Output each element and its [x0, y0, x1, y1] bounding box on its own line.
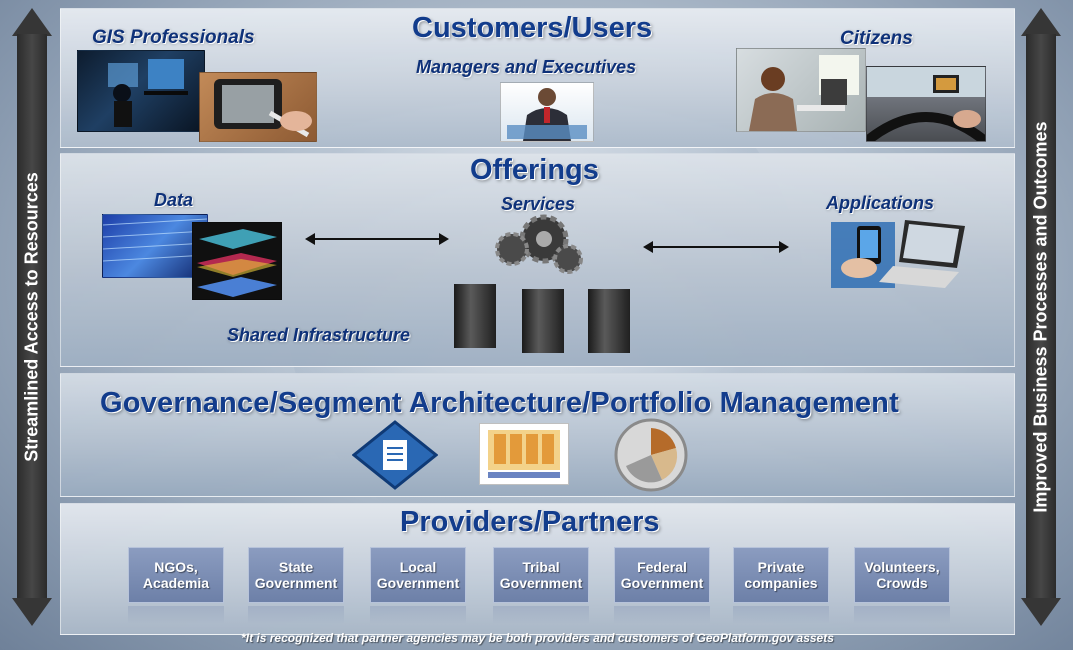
- data-label: Data: [154, 190, 194, 210]
- box-reflection: [248, 606, 344, 624]
- provider-line2: Government: [376, 575, 460, 591]
- provider-box-volunteers: Volunteers,Crowds: [854, 547, 950, 603]
- box-reflection: [614, 606, 710, 624]
- gis-workstation-photo: [77, 50, 205, 132]
- pie-chart-icon: [610, 418, 692, 492]
- provider-line1: Federal: [637, 559, 687, 575]
- provider-line1: Local: [399, 559, 437, 575]
- providers-title: Providers/Partners: [400, 506, 660, 538]
- box-reflection: [733, 606, 829, 624]
- provider-line1: NGOs,: [154, 559, 198, 575]
- provider-line1: Private: [757, 559, 805, 575]
- architecture-diagram-image: [479, 423, 569, 485]
- executive-photo: [500, 82, 594, 142]
- provider-line2: Academia: [142, 575, 210, 591]
- provider-line2: companies: [744, 575, 818, 591]
- shared-infrastructure-label: Shared Infrastructure: [227, 325, 411, 345]
- server-icon-2: [522, 289, 564, 353]
- phone-laptop-icon: [829, 216, 967, 292]
- citizen-computer-photo: [736, 48, 866, 132]
- provider-line2: Government: [620, 575, 704, 591]
- document-diamond-icon: [352, 420, 438, 490]
- applications-label: Applications: [826, 193, 935, 213]
- terrain-maps-image: [192, 222, 282, 300]
- data-services-arrow: [305, 233, 449, 245]
- provider-line2: Crowds: [876, 575, 928, 591]
- box-reflection: [493, 606, 589, 624]
- right-double-arrow: Improved Business Processes and Outcomes: [1021, 8, 1061, 626]
- box-reflection: [128, 606, 224, 624]
- server-icon-1: [454, 284, 496, 348]
- right-axis-label: Improved Business Processes and Outcomes: [1030, 121, 1051, 513]
- provider-box-ngos: NGOs,Academia: [128, 547, 224, 603]
- gears-icon: [486, 213, 590, 275]
- customers-title: Customers/Users: [412, 12, 653, 44]
- left-axis-label: Streamlined Access to Resources: [21, 172, 42, 462]
- governance-title: Governance/Segment Architecture/Portfoli…: [100, 387, 899, 419]
- left-double-arrow: Streamlined Access to Resources: [12, 8, 52, 626]
- driving-gps-photo: [866, 66, 986, 142]
- provider-line2: Government: [499, 575, 583, 591]
- box-reflection: [854, 606, 950, 624]
- services-applications-arrow: [643, 241, 789, 253]
- provider-line1: State: [278, 559, 314, 575]
- services-label: Services: [501, 194, 576, 214]
- managers-label: Managers and Executives: [416, 57, 637, 77]
- server-icon-3: [588, 289, 630, 353]
- gis-professionals-label: GIS Professionals: [92, 27, 255, 48]
- box-reflection: [370, 606, 466, 624]
- provider-line2: Government: [254, 575, 338, 591]
- citizens-label: Citizens: [840, 28, 913, 49]
- provider-line1: Tribal: [522, 559, 560, 575]
- provider-line1: Volunteers,: [864, 559, 940, 575]
- tablet-pen-photo: [199, 72, 317, 142]
- offerings-title: Offerings: [470, 154, 599, 186]
- footnote: *It is recognized that partner agencies …: [241, 631, 834, 645]
- binary-data-photo: [102, 214, 208, 278]
